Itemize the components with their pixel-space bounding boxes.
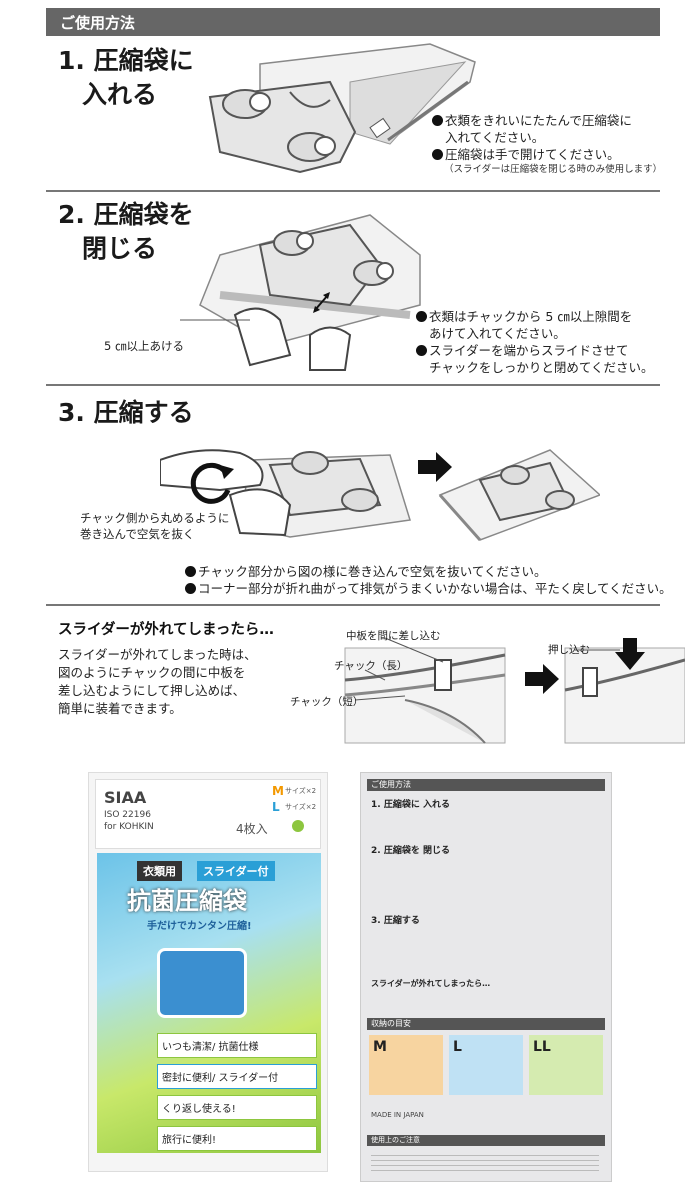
step3-bullet-1: チャック部分から図の様に巻き込んで空気を抜いてください。 <box>198 564 547 579</box>
section-header: ご使用方法 <box>46 8 660 36</box>
back-step1: 1. 圧縮袋に 入れる <box>371 800 450 810</box>
trouble-body-line: 簡単に装着できます。 <box>58 701 182 716</box>
back-fine-print <box>371 1151 599 1175</box>
bullet-dot-icon <box>185 566 196 577</box>
step1-title-line1: 1. 圧縮袋に <box>58 46 194 75</box>
back-size-ll: LL <box>529 1035 603 1095</box>
step1-bullets: 衣類をきれいにたたんで圧縮袋に 入れてください。 圧縮袋は手で開けてください。 <box>432 112 632 163</box>
bullet-dot-icon <box>416 345 427 356</box>
step3-callout-line2: 巻き込んで空気を抜く <box>80 527 195 541</box>
step2-bullet-2-cont: チャックをしっかりと閉めてください。 <box>429 360 654 375</box>
step1-title-line2: 入れる <box>82 80 158 109</box>
step3-title: 3. 圧縮する <box>58 398 194 427</box>
step1-illustration <box>208 43 476 174</box>
siaa-logo: SIAA <box>104 788 147 807</box>
step1-title: 1. 圧縮袋に 入れる <box>58 44 194 112</box>
step3-bullet-2: コーナー部分が折れ曲がって排気がうまくいかない場合は、平たく戻してください。 <box>198 581 672 596</box>
package-front-label: SIAA ISO 22196 for KOHKIN M サイズ×2 L サイズ×… <box>95 779 321 849</box>
step1-bullet-2: 圧縮袋は手で開けてください。 <box>445 147 620 162</box>
step2-bullet-1: 衣類はチャックから 5 ㎝以上隙間を <box>429 309 633 324</box>
tag-slider: スライダー付 <box>197 861 275 881</box>
label-chuck-short: チャック（短） <box>290 696 364 708</box>
divider <box>46 604 660 606</box>
back-made-in: MADE IN JAPAN <box>371 1111 424 1119</box>
tag-clothing: 衣類用 <box>137 861 182 881</box>
step3-callout: チャック側から丸めるように 巻き込んで空気を抜く <box>80 510 229 542</box>
step3-illustration <box>160 449 600 541</box>
label-insert: 中板を間に差し込む <box>346 630 441 642</box>
bullet-dot-icon <box>432 149 443 160</box>
step2-bullet-1-cont: あけて入れてください。 <box>429 326 566 341</box>
product-name: 抗菌圧縮袋 <box>127 887 247 915</box>
trouble-body: スライダーが外れてしまった時は、 図のようにチャックの間に中板を 差し込むように… <box>58 646 257 718</box>
step2-title-line2: 閉じる <box>82 234 158 263</box>
hand-press-icon <box>157 948 247 1018</box>
bullet-dot-icon <box>185 583 196 594</box>
feature-item: 密封に便利/ スライダー付 <box>157 1064 317 1089</box>
trouble-body-line: 差し込むようにして押し込めば、 <box>58 683 246 698</box>
divider <box>46 190 660 192</box>
package-back-photo: ご使用方法 1. 圧縮袋に 入れる 2. 圧縮袋を 閉じる 3. 圧縮する スラ… <box>360 772 612 1182</box>
label-press: 押し込む <box>548 644 590 656</box>
size-m: M <box>272 784 284 798</box>
bullet-dot-icon <box>416 311 427 322</box>
step1-note: （スライダーは圧縮袋を閉じる時のみ使用します） <box>444 164 663 175</box>
trouble-title: スライダーが外れてしまったら… <box>58 622 274 638</box>
step1-bullet-1-cont: 入れてください。 <box>445 130 545 145</box>
step2-illustration <box>180 214 421 371</box>
step2-title: 2. 圧縮袋を 閉じる <box>58 198 194 266</box>
back-size-l: L <box>449 1035 523 1095</box>
divider <box>46 384 660 386</box>
back-header: ご使用方法 <box>367 779 605 791</box>
step2-bullet-2: スライダーを端からスライドさせて <box>429 343 629 358</box>
step1-bullet-1: 衣類をきれいにたたんで圧縮袋に <box>445 113 632 128</box>
step3-callout-line1: チャック側から丸めるように <box>80 511 230 525</box>
trouble-illustration <box>344 637 685 744</box>
step3-bullets: チャック部分から図の様に巻き込んで空気を抜いてください。 コーナー部分が折れ曲が… <box>185 563 672 597</box>
green-dot-icon <box>292 820 304 832</box>
trouble-body-line: スライダーが外れてしまった時は、 <box>58 647 257 662</box>
package-front-body: 衣類用 スライダー付 抗菌圧縮袋 手だけでカンタン圧縮! いつも清潔/ 抗菌仕様… <box>97 853 321 1153</box>
back-step3: 3. 圧縮する <box>371 916 420 926</box>
feature-item: 旅行に便利! <box>157 1126 317 1151</box>
size-l-sub: サイズ×2 <box>285 803 317 811</box>
package-front-photo: SIAA ISO 22196 for KOHKIN M サイズ×2 L サイズ×… <box>88 772 328 1172</box>
trouble-body-line: 図のようにチャックの間に中板を <box>58 665 246 680</box>
count-label: 4枚入 <box>236 822 268 836</box>
back-step2: 2. 圧縮袋を 閉じる <box>371 846 450 856</box>
back-size-guide: 収納の目安 <box>367 1018 605 1030</box>
back-size-m: M <box>369 1035 443 1095</box>
feature-list: いつも清潔/ 抗菌仕様 密封に便利/ スライダー付 くり返し使える! 旅行に便利… <box>157 1033 317 1151</box>
back-caution: 使用上のご注意 <box>367 1135 605 1146</box>
bullet-dot-icon <box>432 115 443 126</box>
size-l: L <box>272 800 280 814</box>
easy-tagline: 手だけでカンタン圧縮! <box>147 921 252 932</box>
feature-item: くり返し使える! <box>157 1095 317 1120</box>
label-chuck-long: チャック（長） <box>334 660 408 672</box>
step2-title-line1: 2. 圧縮袋を <box>58 200 194 229</box>
iso-label: ISO 22196 <box>104 810 151 820</box>
feature-item: いつも清潔/ 抗菌仕様 <box>157 1033 317 1058</box>
step2-bullets: 衣類はチャックから 5 ㎝以上隙間を あけて入れてください。 スライダーを端から… <box>416 308 654 376</box>
kohkin-label: for KOHKIN <box>104 822 154 832</box>
section-header-title: ご使用方法 <box>60 14 136 32</box>
size-m-sub: サイズ×2 <box>285 787 317 795</box>
step2-callout: 5 ㎝以上あける <box>104 339 184 353</box>
back-trouble: スライダーが外れてしまったら… <box>371 979 491 988</box>
